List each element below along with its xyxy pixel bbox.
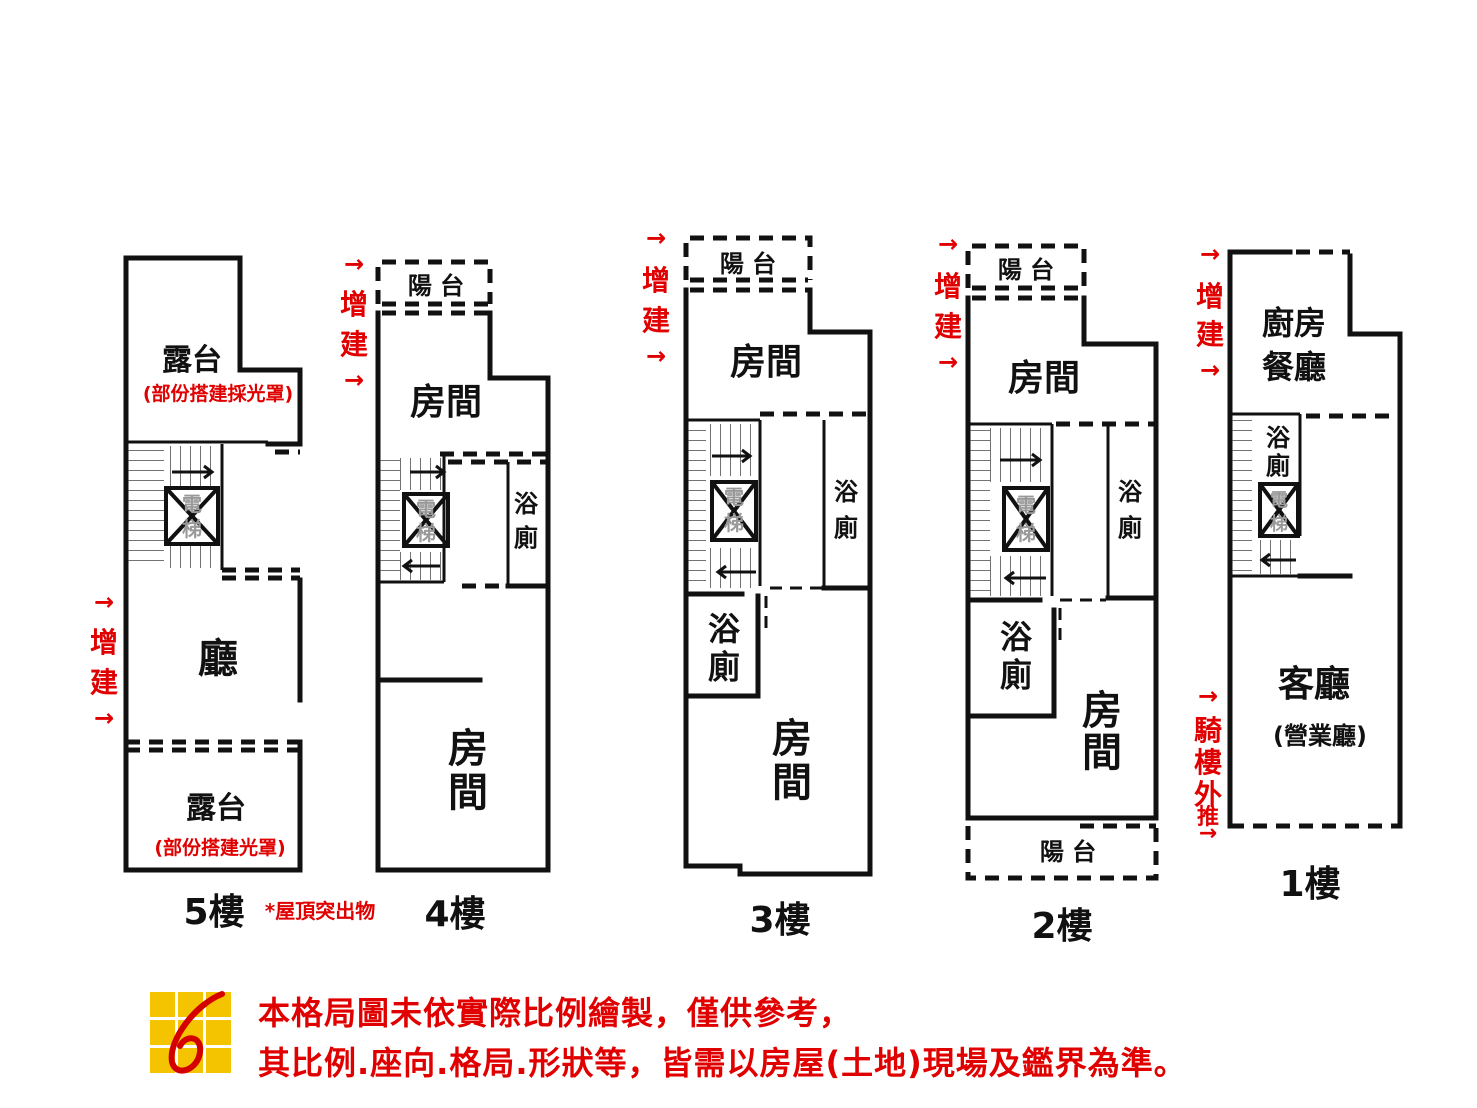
room-top: 房間	[410, 382, 482, 423]
svg-text:推: 推	[1197, 805, 1219, 830]
svg-text:→: →	[646, 342, 666, 370]
svg-text:廁: 廁	[708, 648, 740, 686]
room-terrace-bottom: 露台	[186, 791, 246, 826]
disclaimer-line-1: 本格局圖未依實際比例繪製，僅供參考，	[258, 994, 853, 1032]
dining-room: 餐廳	[1262, 348, 1326, 386]
extension-mark: →	[646, 224, 666, 252]
svg-text:梯: 梯	[1016, 521, 1036, 545]
floor-3-plan: 電 梯 陽 台 房間 浴 廁 浴 廁 房 間 → 增 建 → 3樓	[642, 224, 873, 941]
room-hall: 廳	[198, 636, 238, 682]
extension-mark: →	[938, 230, 958, 258]
living-room-note: (營業廳)	[1273, 722, 1367, 750]
svg-text:間: 間	[772, 760, 812, 806]
disclaimer-line-2: 其比例.座向.格局.形狀等，皆需以房屋(土地)現場及鑑界為準。	[258, 1044, 1187, 1082]
kitchen: 廚房	[1262, 304, 1326, 342]
balcony: 陽 台	[720, 250, 776, 278]
balcony-bottom: 陽 台	[1040, 838, 1096, 866]
bathroom-right: 浴	[1118, 478, 1143, 506]
floor-label-3: 3樓	[749, 900, 810, 941]
extension-mark: →	[94, 588, 114, 616]
bathroom-left: 浴	[1000, 618, 1033, 656]
svg-text:廁: 廁	[514, 524, 538, 552]
svg-text:梯: 梯	[416, 521, 436, 545]
note-terrace-bottom: (部份搭建光罩)	[154, 836, 285, 859]
balcony: 陽 台	[408, 272, 464, 300]
arcade-extension-mark: →	[1198, 682, 1218, 710]
svg-text:→: →	[1199, 821, 1217, 846]
bathroom: 浴	[1266, 424, 1291, 452]
svg-text:廁: 廁	[1266, 452, 1290, 480]
living-room: 客廳	[1278, 663, 1350, 705]
svg-text:電: 電	[724, 485, 744, 509]
svg-text:電: 電	[1016, 493, 1036, 517]
floor-2-plan: 電 梯 陽 台 房間 浴 廁 浴 廁 房 間 陽 台 → 增 建 → 2樓	[934, 230, 1159, 947]
floor-label-5: 5樓	[183, 892, 244, 933]
floor-1-plan: 電 梯 廚房 餐廳 浴 廁 客廳 (營業廳) → 增 建 → → 騎 樓 外 推…	[1194, 240, 1403, 905]
svg-text:建: 建	[934, 310, 962, 343]
svg-text:→: →	[1200, 356, 1220, 384]
svg-text:梯: 梯	[182, 517, 202, 541]
svg-text:→: →	[94, 704, 114, 732]
svg-text:建: 建	[1196, 318, 1224, 351]
svg-text:→: →	[938, 348, 958, 376]
room-bottom: 房	[772, 716, 812, 762]
room-terrace-top: 露台	[162, 343, 222, 378]
svg-text:騎: 騎	[1194, 714, 1222, 747]
svg-text:間: 間	[1082, 730, 1122, 776]
floor-label-4: 4樓	[424, 894, 485, 935]
svg-text:建: 建	[90, 666, 118, 699]
note-terrace-top: (部份搭建採光罩)	[143, 382, 293, 405]
svg-text:增: 增	[90, 626, 118, 659]
svg-text:增: 增	[642, 264, 670, 297]
svg-text:廁: 廁	[834, 514, 858, 542]
floor-5-plan: 電 梯 露台 (部份搭建採光罩) 廳 露台 (部份搭建光罩) → 增 建 → 5…	[90, 255, 375, 933]
extension-mark: →	[344, 250, 364, 278]
svg-text:增: 增	[934, 270, 962, 303]
svg-text:建: 建	[642, 304, 670, 337]
svg-text:建: 建	[340, 328, 368, 361]
svg-text:廁: 廁	[1000, 656, 1032, 694]
rooftop-note: *屋頂突出物	[265, 899, 375, 923]
svg-text:廁: 廁	[1118, 514, 1142, 542]
floor-label-2: 2樓	[1031, 906, 1092, 947]
floor-label-1: 1樓	[1279, 864, 1340, 905]
svg-text:間: 間	[448, 770, 488, 816]
svg-text:增: 增	[1196, 280, 1224, 313]
svg-text:電: 電	[1270, 490, 1288, 511]
svg-text:梯: 梯	[724, 511, 744, 535]
room-bottom: 房	[448, 726, 488, 772]
svg-text:→: →	[344, 366, 364, 394]
svg-text:樓: 樓	[1194, 746, 1222, 779]
bathroom-left: 浴	[708, 610, 741, 648]
svg-text:增: 增	[340, 288, 368, 321]
svg-text:電: 電	[416, 497, 436, 521]
bathroom-right: 浴	[834, 478, 859, 506]
svg-text:外: 外	[1194, 778, 1222, 811]
elevator-label: 電	[182, 492, 202, 516]
svg-text:梯: 梯	[1270, 513, 1288, 535]
balcony-top: 陽 台	[998, 256, 1054, 284]
floor-4-plan: 電 梯 陽 台 房間 浴 廁 房 間 → 增 建 → 4樓	[340, 250, 551, 935]
room-top: 房間	[1008, 358, 1080, 399]
extension-mark: →	[1200, 240, 1220, 268]
room-bottom: 房	[1082, 688, 1122, 734]
company-logo-icon	[150, 991, 231, 1074]
room-top: 房間	[730, 342, 802, 383]
bathroom: 浴	[514, 490, 539, 518]
